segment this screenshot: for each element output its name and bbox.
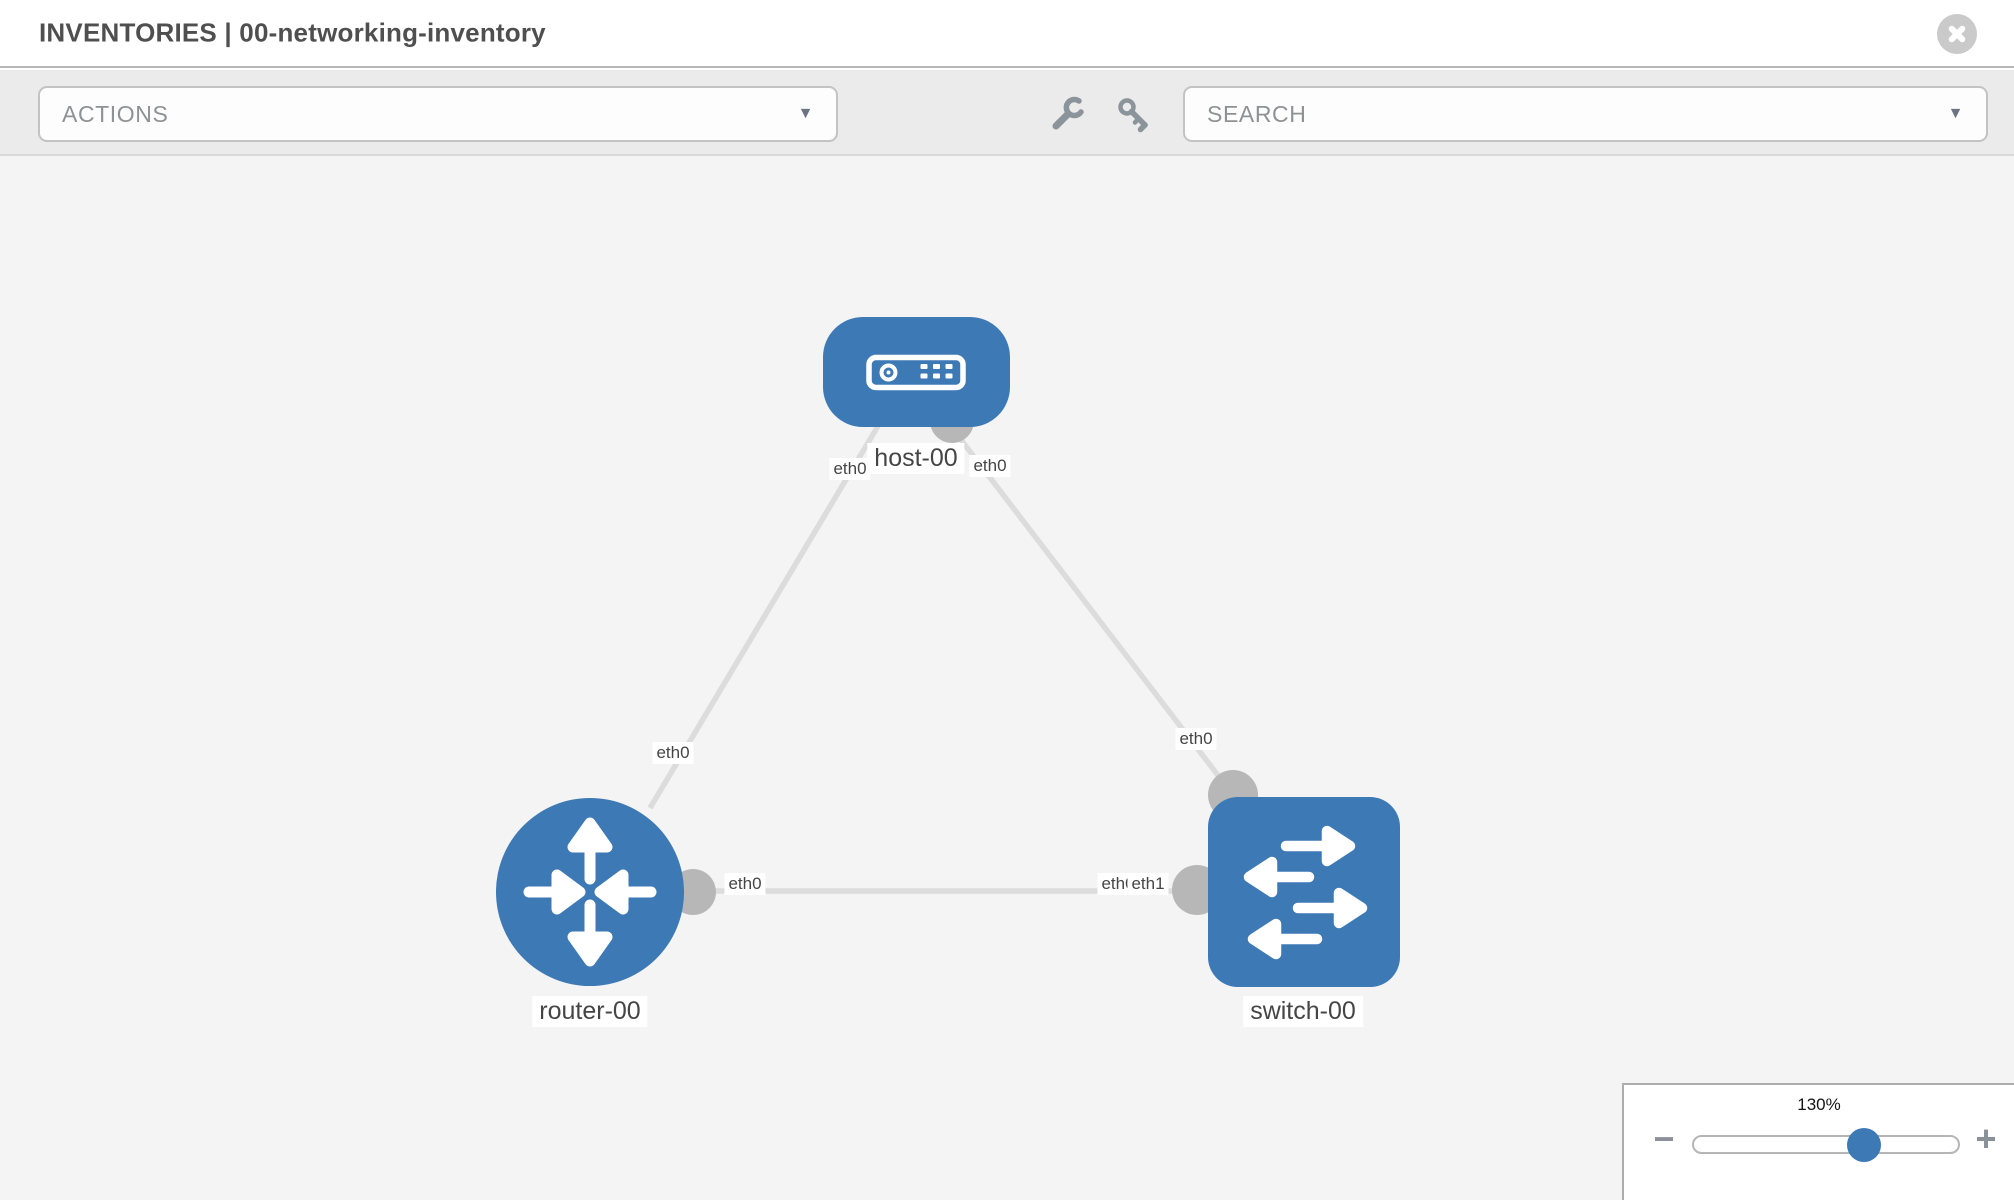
node-host-00[interactable] — [823, 317, 1010, 427]
page-title: INVENTORIES | 00-networking-inventory — [39, 17, 546, 48]
zoom-slider-thumb[interactable] — [1847, 1128, 1881, 1162]
zoom-out-button[interactable]: − — [1642, 1117, 1686, 1161]
interface-label: eth0 — [724, 873, 766, 895]
node-label-switch-00: switch-00 — [1243, 996, 1363, 1027]
search-dropdown-label: SEARCH — [1207, 100, 1307, 127]
topology-canvas[interactable]: eth0 eth0 eth0 eth0 eth0 eth0 eth1 host-… — [0, 156, 2014, 1200]
actions-dropdown[interactable]: ACTIONS ▼ — [38, 86, 838, 142]
topology-svg — [496, 317, 1400, 987]
interface-label: eth1 — [1127, 873, 1169, 895]
zoom-panel: 130% − + — [1622, 1083, 2014, 1200]
toolbar: ACTIONS ▼ SEARCH ▼ — [0, 70, 2014, 156]
node-router-00[interactable] — [496, 798, 684, 986]
zoom-level: 130% — [1797, 1095, 1841, 1114]
interface-label: eth0 — [1175, 728, 1217, 750]
actions-dropdown-label: ACTIONS — [62, 100, 169, 127]
tools-button[interactable] — [1048, 95, 1088, 135]
credentials-button[interactable] — [1115, 95, 1155, 135]
search-dropdown[interactable]: SEARCH ▼ — [1183, 86, 1988, 142]
interface-label: eth0 — [652, 742, 694, 764]
header: INVENTORIES | 00-networking-inventory — [0, 0, 2014, 68]
close-button[interactable] — [1937, 14, 1977, 54]
zoom-in-button[interactable]: + — [1964, 1117, 2008, 1161]
key-icon — [1118, 98, 1148, 133]
interface-label: eth0 — [829, 458, 871, 480]
zoom-slider-track[interactable] — [1692, 1135, 1960, 1154]
node-label-router-00: router-00 — [532, 996, 648, 1027]
wrench-icon — [1052, 96, 1084, 130]
chevron-down-icon: ▼ — [1947, 105, 1964, 122]
switch-icon — [1243, 825, 1368, 960]
chevron-down-icon: ▼ — [797, 105, 814, 122]
node-switch-00[interactable] — [1208, 797, 1400, 987]
interface-label: eth0 — [969, 455, 1011, 477]
host-icon — [866, 354, 966, 391]
router-icon — [523, 817, 657, 967]
node-label-host-00: host-00 — [867, 443, 965, 474]
close-icon — [1937, 14, 1977, 54]
